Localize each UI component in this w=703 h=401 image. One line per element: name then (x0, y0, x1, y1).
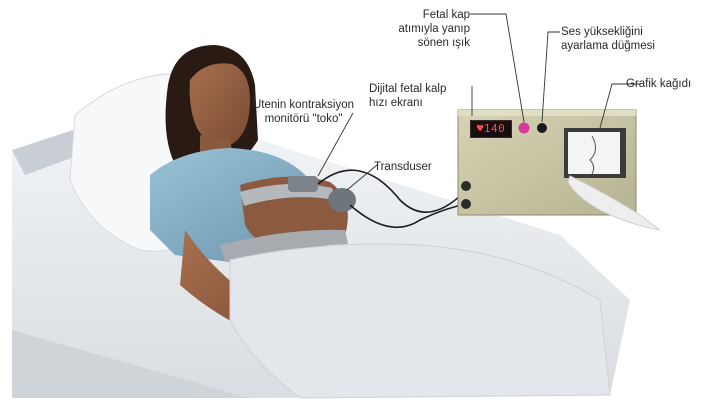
label-toco-line2: monitörü "toko" (253, 112, 354, 126)
label-fetal-light-line1: Fetal kap (395, 8, 470, 22)
label-volume-line1: Ses yüksekliğini (561, 25, 655, 39)
label-volume-button: Ses yüksekliğini ayarlama düğmesi (561, 25, 655, 53)
label-toco-line1: Utenin kontraksiyon (253, 98, 354, 112)
label-digital-screen-line1: Dijital fetal kalp (369, 82, 446, 96)
monitor-port-bottom (461, 199, 471, 209)
label-graph-paper: Grafik kağıdı (626, 77, 691, 91)
label-digital-screen: Dijital fetal kalp hızı ekranı (369, 82, 446, 110)
label-fetal-light-line3: sönen ışık (395, 36, 470, 50)
fetal-transducer (328, 188, 356, 212)
label-volume-line2: ayarlama düğmesi (561, 39, 655, 53)
label-fetal-light: Fetal kap atımıyla yanıp sönen ışık (395, 8, 470, 50)
monitor-port-top (461, 181, 471, 191)
volume-knob (537, 123, 547, 133)
fetal-light-indicator (519, 123, 530, 134)
digital-heart-rate-screen: ♥140 (470, 120, 512, 138)
toco-transducer (288, 176, 318, 192)
label-transducer: Transduser (374, 160, 432, 174)
label-toco-monitor: Utenin kontraksiyon monitörü "toko" (253, 98, 354, 126)
label-digital-screen-line2: hızı ekranı (369, 96, 446, 110)
label-fetal-light-line2: atımıyla yanıp (395, 22, 470, 36)
